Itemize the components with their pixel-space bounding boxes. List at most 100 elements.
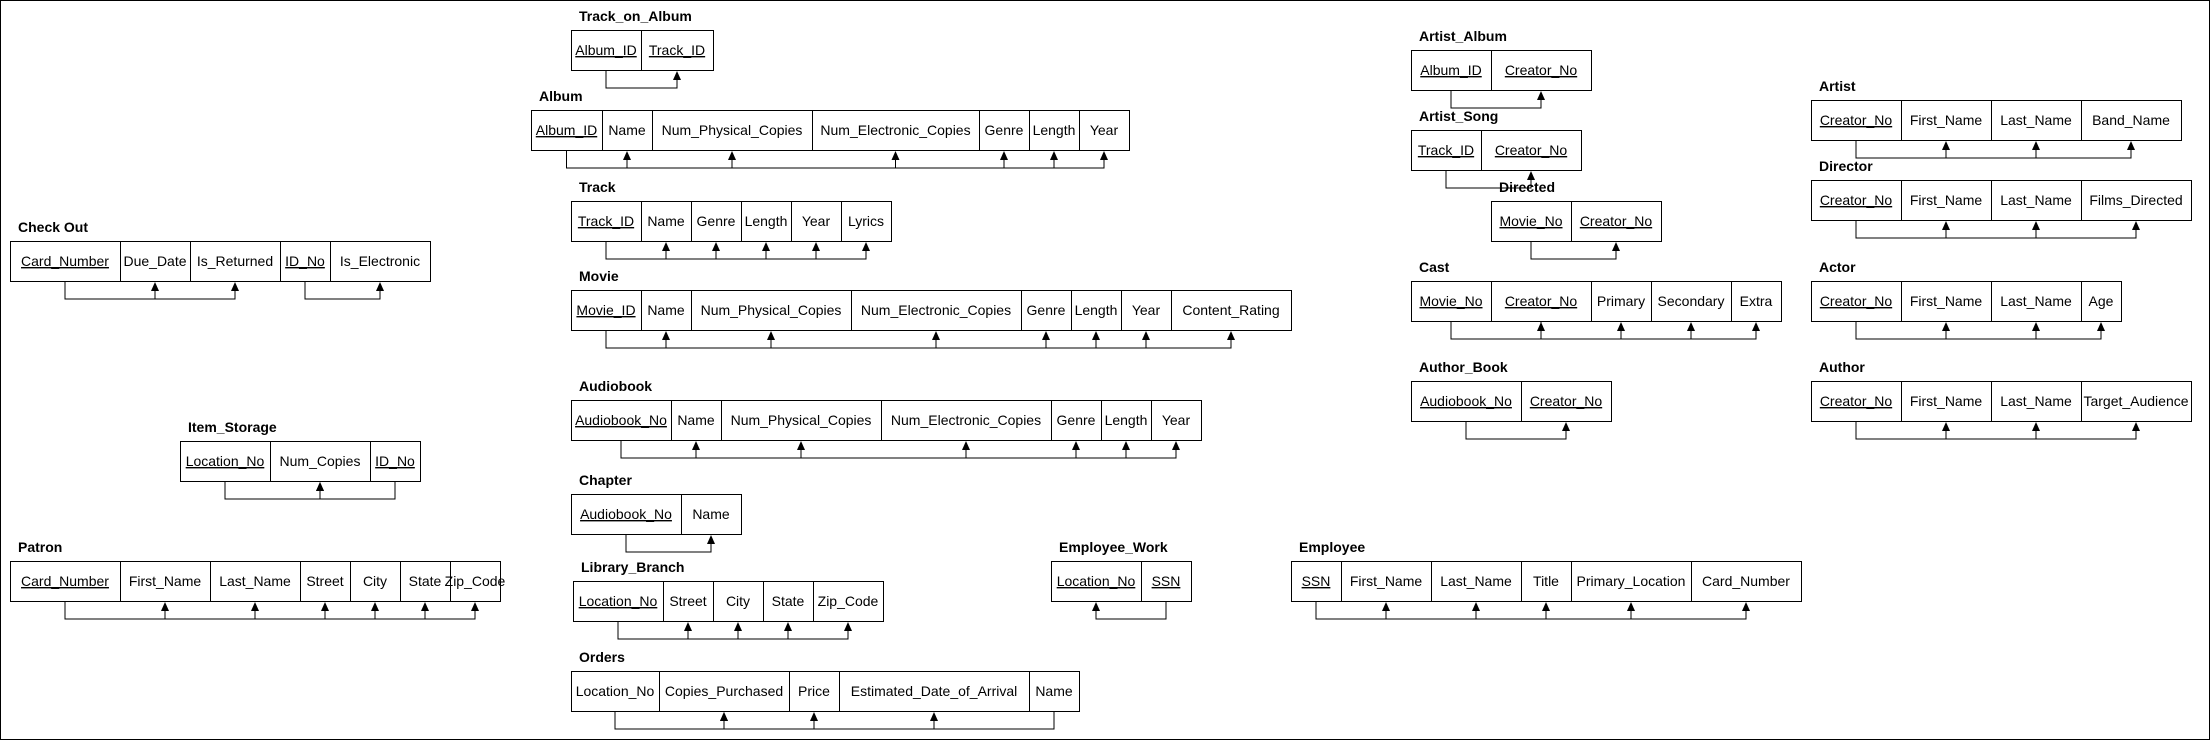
attribute: Year bbox=[1132, 302, 1161, 318]
attribute-cell bbox=[1591, 281, 1652, 322]
arrowhead bbox=[962, 441, 970, 450]
attribute-cell bbox=[691, 290, 852, 331]
attribute-cell bbox=[1341, 561, 1432, 602]
attribute: Num_Physical_Copies bbox=[731, 412, 872, 428]
arrowhead bbox=[797, 441, 805, 450]
attribute-cell bbox=[1521, 561, 1572, 602]
attribute-cell bbox=[571, 671, 660, 712]
attribute-cell bbox=[1411, 381, 1522, 422]
attribute-cell bbox=[1491, 50, 1592, 91]
arrowhead bbox=[862, 242, 870, 251]
attribute-cell bbox=[791, 201, 842, 242]
dependency-connector bbox=[1540, 321, 1692, 340]
attribute-cell bbox=[1141, 561, 1192, 602]
attribute: Length bbox=[1033, 122, 1076, 138]
attribute: Secondary bbox=[1658, 293, 1725, 309]
arrowhead bbox=[812, 242, 820, 251]
primary-key-attribute: Creator_No bbox=[1505, 62, 1578, 78]
dependency-connector bbox=[1315, 601, 1747, 620]
attribute: Target_Audience bbox=[2083, 393, 2188, 409]
attribute-cell bbox=[1991, 381, 2082, 422]
attribute: Num_Physical_Copies bbox=[701, 302, 842, 318]
attribute-cell bbox=[812, 110, 980, 151]
attribute-cell bbox=[2081, 180, 2192, 221]
attribute: Title bbox=[1533, 573, 1559, 589]
table-title: Employee_Work bbox=[1059, 539, 1168, 555]
attribute-cell bbox=[1901, 281, 1992, 322]
dependency-connector bbox=[1445, 170, 1532, 189]
arrowhead bbox=[371, 602, 379, 611]
attribute-cell bbox=[851, 290, 1022, 331]
dependency-connector bbox=[566, 150, 1105, 169]
arrowhead bbox=[1092, 331, 1100, 340]
attribute: Name bbox=[608, 122, 646, 138]
primary-key-attribute: Location_No bbox=[186, 453, 265, 469]
table-title: Artist_Song bbox=[1419, 108, 1498, 124]
attribute-cell bbox=[210, 561, 301, 602]
attribute: Length bbox=[1075, 302, 1118, 318]
dependency-connector bbox=[64, 601, 426, 620]
arrowhead bbox=[623, 151, 631, 160]
arrowhead bbox=[662, 331, 670, 340]
attribute-cell bbox=[741, 201, 792, 242]
attribute: Num_Physical_Copies bbox=[662, 122, 803, 138]
dependency-connector bbox=[319, 481, 396, 500]
primary-key-attribute: Album_ID bbox=[1420, 62, 1481, 78]
dependency-connector bbox=[605, 241, 817, 260]
attribute-cell bbox=[763, 581, 814, 622]
arrowhead bbox=[1752, 322, 1760, 331]
dependency-connector bbox=[1540, 321, 1622, 340]
attribute-cell bbox=[641, 30, 714, 71]
dependency-connector bbox=[304, 281, 381, 300]
attribute-cell bbox=[663, 581, 714, 622]
dependency-connector bbox=[614, 711, 815, 730]
attribute: State bbox=[772, 593, 805, 609]
dependency-connector bbox=[1855, 220, 2137, 239]
attribute: Length bbox=[1105, 412, 1148, 428]
attribute-cell bbox=[350, 561, 401, 602]
attribute: Num_Electronic_Copies bbox=[861, 302, 1011, 318]
primary-key-attribute: SSN bbox=[1302, 573, 1331, 589]
attribute-cell bbox=[1571, 561, 1692, 602]
attribute: Lyrics bbox=[848, 213, 884, 229]
dependency-connector bbox=[64, 601, 256, 620]
arrowhead bbox=[2127, 141, 2135, 150]
attribute-cell bbox=[370, 441, 421, 482]
attribute: First_Name bbox=[1910, 112, 1983, 128]
primary-key-attribute: Creator_No bbox=[1820, 112, 1893, 128]
attribute: Card_Number bbox=[1702, 573, 1790, 589]
dependency-connector bbox=[1855, 140, 2132, 159]
primary-key-attribute: Audiobook_No bbox=[575, 412, 667, 428]
arrowhead bbox=[932, 331, 940, 340]
attribute-cell bbox=[789, 671, 840, 712]
dependency-connector bbox=[1855, 421, 1947, 440]
attribute: Zip_Code bbox=[445, 573, 506, 589]
primary-key-attribute: Creator_No bbox=[1820, 393, 1893, 409]
arrowhead bbox=[1000, 151, 1008, 160]
arrowhead bbox=[1382, 602, 1390, 611]
arrowhead bbox=[1072, 441, 1080, 450]
dependency-connector bbox=[64, 281, 156, 300]
attribute: Last_Name bbox=[2000, 192, 2072, 208]
attribute: Year bbox=[802, 213, 831, 229]
table-title: Movie bbox=[579, 268, 619, 284]
table-title: Directed bbox=[1499, 179, 1555, 195]
arrowhead bbox=[1472, 602, 1480, 611]
dependency-connector bbox=[605, 330, 772, 349]
arrowhead bbox=[662, 242, 670, 251]
table-title: Library_Branch bbox=[581, 559, 684, 575]
primary-key-attribute: Creator_No bbox=[1530, 393, 1603, 409]
attribute-cell bbox=[1029, 671, 1080, 712]
arrowhead bbox=[673, 71, 681, 80]
primary-key-attribute: Audiobook_No bbox=[580, 506, 672, 522]
table-title: Album bbox=[539, 88, 583, 104]
attribute-cell bbox=[1991, 281, 2082, 322]
arrowhead bbox=[2032, 221, 2040, 230]
attribute-cell bbox=[813, 581, 884, 622]
arrowhead bbox=[376, 282, 384, 291]
